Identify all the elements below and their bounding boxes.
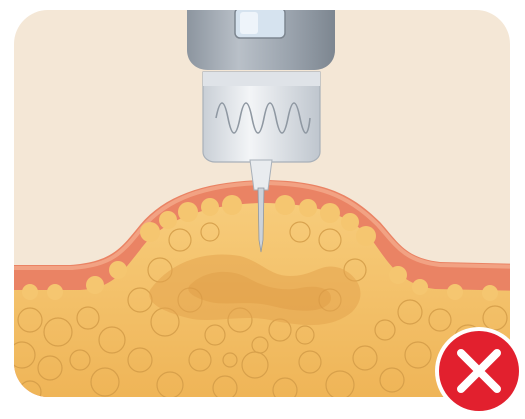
hub-rim <box>203 72 320 86</box>
pen-window-glare <box>240 12 258 34</box>
needle-base <box>250 160 272 190</box>
x-mark-icon <box>433 325 525 417</box>
